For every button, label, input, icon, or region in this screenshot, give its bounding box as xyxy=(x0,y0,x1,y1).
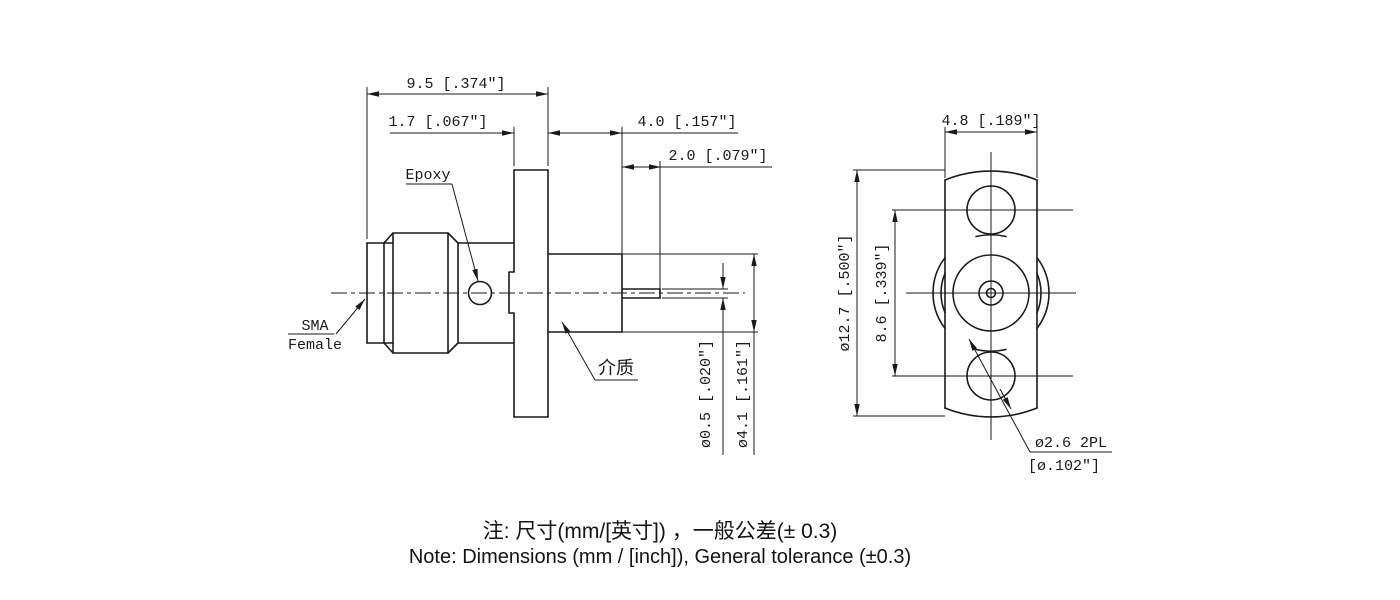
dim-overall-length-text: 9.5 [.374″] xyxy=(406,76,505,93)
center-pin xyxy=(621,288,661,299)
note-english: Note: Dimensions (mm / [inch]), General … xyxy=(408,546,912,568)
dim-flange-width-text: 4.8 [.189″] xyxy=(941,113,1040,130)
connector-front-face xyxy=(366,242,394,344)
sma-leader xyxy=(335,298,366,335)
epoxy-label-text: Epoxy xyxy=(405,167,450,184)
note-chinese: 注: 尺寸(mm/[英寸]) ，一般公差(± 0.3) xyxy=(482,520,838,543)
sma-female-label: SMA Female xyxy=(288,298,366,354)
sma-label-line1: SMA xyxy=(301,318,328,335)
dim-flange-width: 4.8 [.189″] xyxy=(941,113,1041,135)
dim-hole-pitch-text: 8.6 [.339″] xyxy=(874,243,891,342)
epoxy-label: Epoxy xyxy=(405,167,479,282)
side-view: 9.5 [.374″] 1.7 [.067″] 4.0 [.157″] 2.0 … xyxy=(288,76,772,455)
epoxy-leader xyxy=(451,183,479,282)
notes-block: 注: 尺寸(mm/[英寸]) ，一般公差(± 0.3) Note: Dimens… xyxy=(260,519,1060,570)
dim-dielectric-diameter-text: ø4.1 [.161″] xyxy=(735,340,752,448)
dim-hole-pitch: 8.6 [.339″] xyxy=(874,210,898,376)
dim-overall-length: 9.5 [.374″] xyxy=(367,76,548,97)
dielectric-body xyxy=(547,253,623,333)
dim-pin-diameter-text: ø0.5 [.020″] xyxy=(698,340,715,448)
dim-hole-diameter: ø2.6 2PL [ø.102″] xyxy=(968,338,1112,475)
dim-hole-diameter-inch-text: [ø.102″] xyxy=(1028,458,1100,475)
dielectric-label: 介质 xyxy=(561,321,638,381)
dim-pin-length: 2.0 [.079″] xyxy=(622,148,772,170)
dielectric-label-text: 介质 xyxy=(598,358,634,380)
dim-dielectric-diameter: ø4.1 [.161″] xyxy=(735,254,757,455)
dim-flange-diameter-text: ø12.7 [.500″] xyxy=(837,234,854,351)
dim-pin-length-text: 2.0 [.079″] xyxy=(668,148,767,165)
front-extension-lines xyxy=(853,127,1073,417)
flange-boss xyxy=(508,271,515,314)
hole-diameter-leader xyxy=(968,338,1031,453)
epoxy-hole xyxy=(467,280,493,306)
dim-flange-thickness: 1.7 [.067″] xyxy=(388,114,514,136)
dim-hole-diameter-text: ø2.6 2PL xyxy=(1035,435,1107,452)
dim-dielectric-length: 4.0 [.157″] xyxy=(548,114,738,136)
front-view: 4.8 [.189″] ø12.7 [.500″] 8.6 [.339″] ø2… xyxy=(837,113,1112,475)
flange-side xyxy=(508,169,549,418)
sma-label-line2: Female xyxy=(288,337,342,354)
dim-flange-diameter: ø12.7 [.500″] xyxy=(837,170,860,416)
dim-dielectric-length-text: 4.0 [.157″] xyxy=(637,114,736,131)
dim-pin-diameter: ø0.5 [.020″] xyxy=(698,263,726,455)
dim-flange-thickness-text: 1.7 [.067″] xyxy=(388,114,487,131)
dielectric-leader xyxy=(561,321,596,381)
